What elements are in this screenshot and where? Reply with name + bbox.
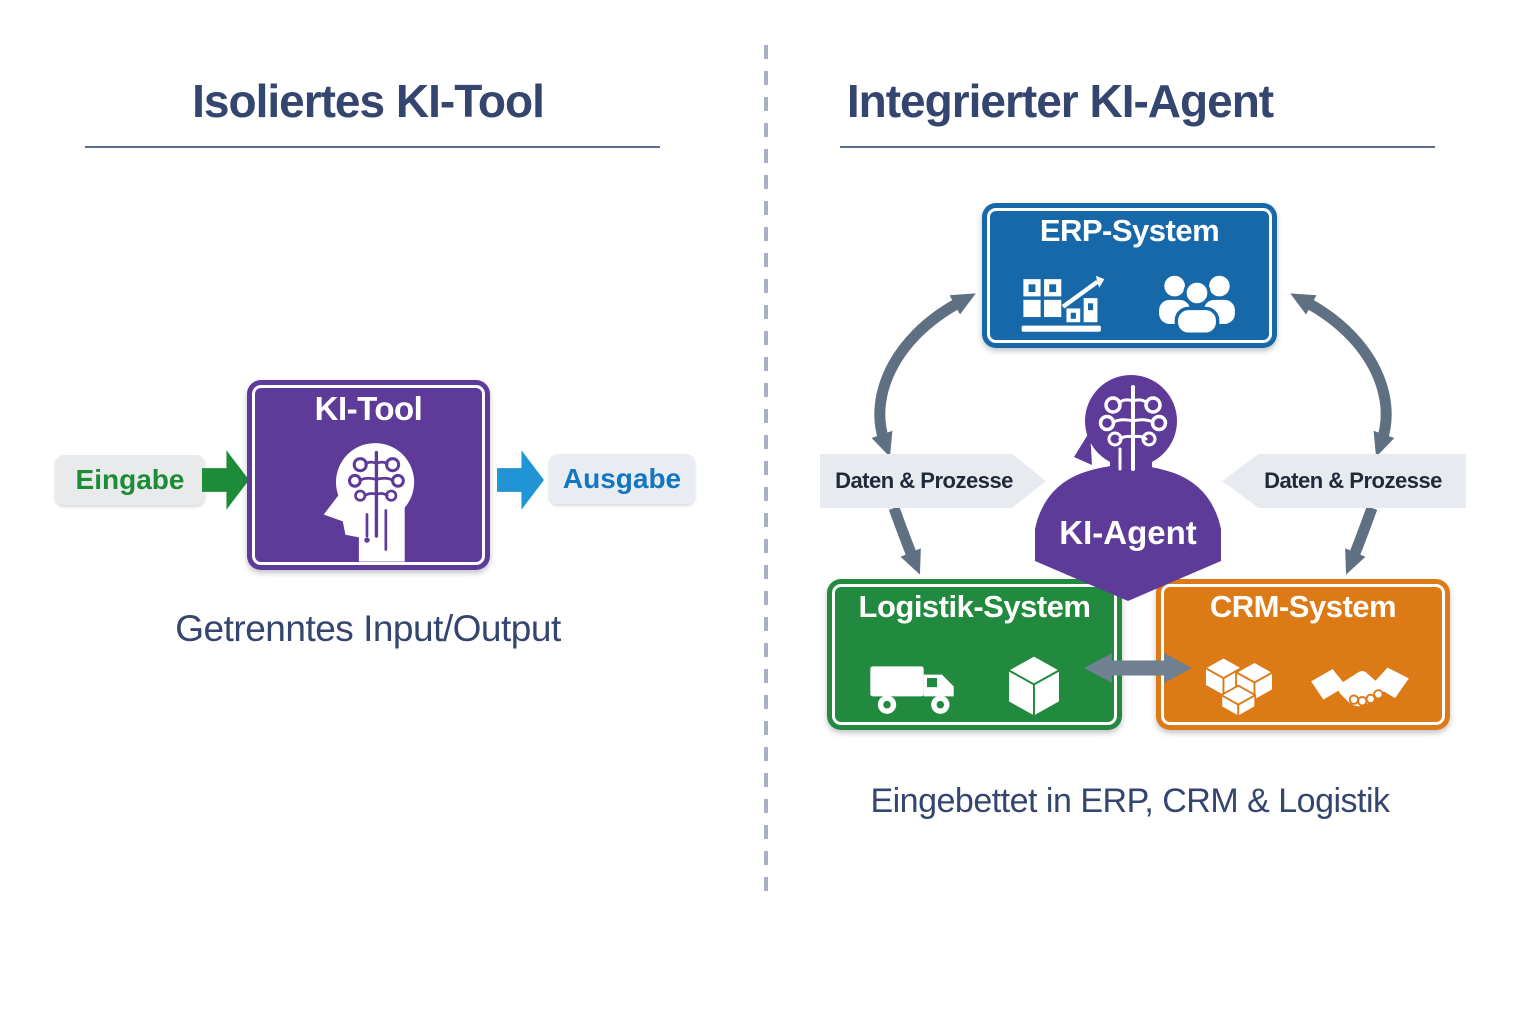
daten-prozesse-banner-right: Daten & Prozesse <box>1222 454 1466 508</box>
erp-system-box: ERP-System <box>982 203 1277 348</box>
eingabe-arrow-icon <box>202 450 249 510</box>
left-panel: Isoliertes KI-Tool Eingabe KI-Tool <box>0 0 766 1024</box>
right-title-underline <box>840 146 1435 148</box>
boxes-stack-icon <box>1204 656 1274 718</box>
left-title-underline <box>85 146 660 148</box>
daten-prozesse-right-label: Daten & Prozesse <box>1264 468 1442 493</box>
ki-tool-box: KI-Tool <box>247 380 490 570</box>
ki-agent-figure <box>1035 375 1221 601</box>
left-panel-title: Isoliertes KI-Tool <box>192 75 545 127</box>
erp-system-label: ERP-System <box>1039 213 1220 248</box>
package-cube-icon <box>1007 654 1062 718</box>
truck-icon <box>870 666 954 714</box>
eingabe-label: Eingabe <box>75 464 185 495</box>
eingabe-banner: Eingabe <box>55 455 205 505</box>
right-caption: Eingebettet in ERP, CRM & Logistik <box>870 782 1390 820</box>
ausgabe-arrow-icon <box>497 450 544 510</box>
left-caption: Getrenntes Input/Output <box>175 608 561 649</box>
crm-system-label: CRM-System <box>1209 589 1397 624</box>
dashed-divider <box>764 45 768 897</box>
ki-agent-label: KI-Agent <box>1059 514 1197 551</box>
ausgabe-banner: Ausgabe <box>549 454 695 504</box>
daten-prozesse-banner-left: Daten & Prozesse <box>820 454 1046 508</box>
logistik-system-label: Logistik-System <box>858 589 1091 624</box>
ki-tool-label: KI-Tool <box>314 390 423 427</box>
right-panel-title: Integrierter KI-Agent <box>846 75 1274 127</box>
bar-chart-icon <box>1021 275 1105 332</box>
crm-system-box: CRM-System <box>1156 579 1450 730</box>
daten-prozesse-left-label: Daten & Prozesse <box>835 468 1013 493</box>
people-group-icon <box>1158 275 1235 336</box>
logistik-system-box: Logistik-System <box>827 579 1122 730</box>
head-with-brain-icon <box>323 443 414 562</box>
ausgabe-label: Ausgabe <box>562 463 682 494</box>
handshake-icon <box>1311 667 1409 707</box>
